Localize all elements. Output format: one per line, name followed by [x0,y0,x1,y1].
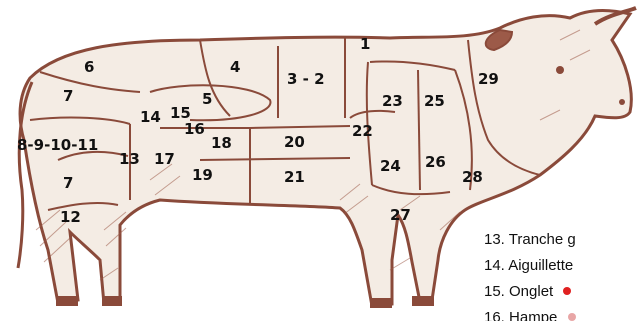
cut-label-22: 22 [352,124,373,139]
cut-label-3-2: 3 - 2 [287,72,325,87]
cut-label-1: 1 [360,37,370,52]
cut-label-18: 18 [211,136,232,151]
cut-label-21: 21 [284,170,305,185]
cut-label-14: 14 [140,110,161,125]
legend-item: 13. Tranche g [484,232,576,247]
cut-label-15: 15 [170,106,191,121]
legend-item-text: 15. Onglet [484,283,553,300]
cut-label-16: 16 [184,122,205,137]
pink-dot-icon [568,313,576,321]
cut-label-23: 23 [382,94,403,109]
cut-label-12: 12 [60,210,81,225]
legend-item-text: 16. Hampe [484,309,557,321]
red-dot-icon [563,287,571,295]
cut-label-27: 27 [390,208,411,223]
cut-label-17: 17 [154,152,175,167]
cut-label-7-top: 7 [63,89,73,104]
legend-item: 14. Aiguillette [484,258,573,273]
cut-label-6: 6 [84,60,94,75]
cut-label-25: 25 [424,94,445,109]
cut-label-4: 4 [230,60,240,75]
cow-eye [556,66,564,74]
cut-label-29: 29 [478,72,499,87]
cut-label-7-bottom: 7 [63,176,73,191]
cut-label-26: 26 [425,155,446,170]
legend-item-text: 14. Aiguillette [484,257,573,274]
cut-label-19: 19 [192,168,213,183]
legend-item-text: 13. Tranche g [484,231,576,248]
legend-item: 15. Onglet [484,284,571,299]
cuts-legend: 13. Tranche g 14. Aiguillette 15. Onglet… [484,228,639,321]
cut-label-13: 13 [119,152,140,167]
cow-nostril [619,99,625,105]
legend-item: 16. Hampe [484,310,576,321]
cut-label-5: 5 [202,92,212,107]
cut-label-24: 24 [380,159,401,174]
cut-label-20: 20 [284,135,305,150]
cut-label-8-11: 8-9-10-11 [17,138,98,153]
cut-label-28: 28 [462,170,483,185]
